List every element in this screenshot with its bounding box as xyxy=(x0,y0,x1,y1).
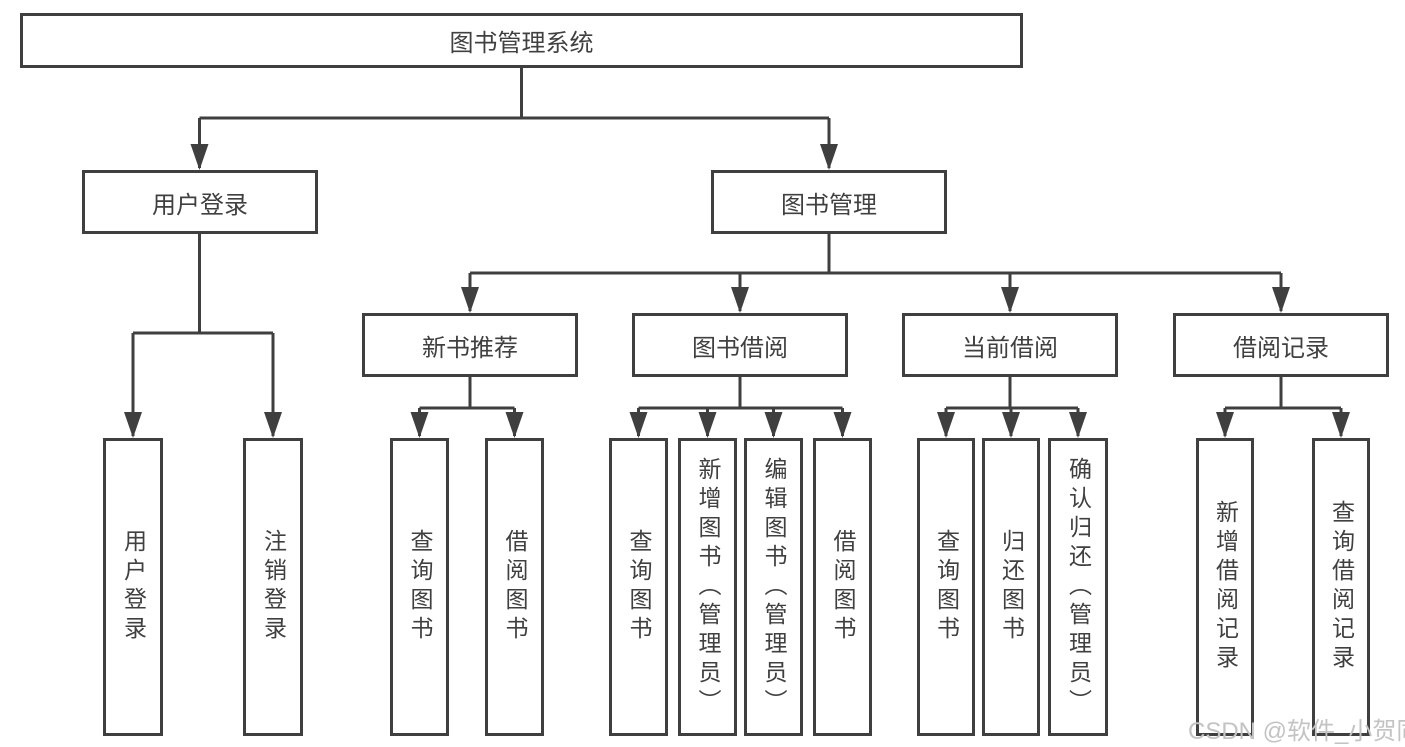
leaf-edit-books-admin-label: 编辑图书（管理员） xyxy=(761,456,787,718)
watermark: CSDN @软件_小贺同学 xyxy=(1188,718,1405,745)
leaf-return-books-label: 归还图书 xyxy=(998,529,1025,645)
node-borrowing-records-label: 借阅记录 xyxy=(1233,334,1329,362)
leaf-borrow-books: 借阅图书 xyxy=(813,438,872,736)
leaf-query-books-borrow-label: 查询图书 xyxy=(626,529,652,645)
leaf-add-borrow-record-label: 新增借阅记录 xyxy=(1212,500,1239,674)
leaf-query-borrow-record: 查询借阅记录 xyxy=(1312,438,1370,736)
node-root-system: 图书管理系统 xyxy=(20,13,1023,68)
node-borrowing-records: 借阅记录 xyxy=(1173,313,1389,377)
leaf-query-books-recommend-label: 查询图书 xyxy=(407,529,433,645)
arrowheads xyxy=(124,144,1350,438)
leaf-confirm-return-admin: 确认归还（管理员） xyxy=(1048,438,1108,736)
leaf-query-books-current: 查询图书 xyxy=(917,438,975,736)
leaf-query-books-recommend: 查询图书 xyxy=(390,438,449,736)
node-book-borrowing-label: 图书借阅 xyxy=(692,334,788,362)
node-new-book-recommend-label: 新书推荐 xyxy=(422,334,518,362)
leaf-logout: 注销登录 xyxy=(243,438,303,736)
leaf-borrow-books-recommend: 借阅图书 xyxy=(485,438,544,736)
leaf-edit-books-admin: 编辑图书（管理员） xyxy=(744,438,803,736)
leaf-query-books-current-label: 查询图书 xyxy=(933,529,960,645)
node-user-login-label: 用户登录 xyxy=(152,191,248,219)
leaf-logout-label: 注销登录 xyxy=(260,529,287,645)
node-current-borrowing: 当前借阅 xyxy=(902,313,1118,377)
leaf-confirm-return-admin-label: 确认归还（管理员） xyxy=(1065,456,1092,718)
leaf-borrow-books-label: 借阅图书 xyxy=(830,529,856,645)
node-book-management-label: 图书管理 xyxy=(781,191,877,219)
leaf-query-books-borrow: 查询图书 xyxy=(609,438,668,736)
leaf-add-books-admin-label: 新增图书（管理员） xyxy=(695,456,721,718)
leaf-query-borrow-record-label: 查询借阅记录 xyxy=(1328,500,1355,674)
node-book-borrowing: 图书借阅 xyxy=(632,313,848,377)
node-book-management: 图书管理 xyxy=(711,170,947,234)
leaf-return-books: 归还图书 xyxy=(982,438,1040,736)
node-user-login: 用户登录 xyxy=(82,170,318,234)
node-root-system-label: 图书管理系统 xyxy=(449,30,594,57)
leaf-add-borrow-record: 新增借阅记录 xyxy=(1196,438,1254,736)
node-current-borrowing-label: 当前借阅 xyxy=(962,334,1058,362)
leaf-user-login-label: 用户登录 xyxy=(120,529,147,645)
leaf-user-login: 用户登录 xyxy=(103,438,163,736)
leaf-borrow-books-recommend-label: 借阅图书 xyxy=(502,529,528,645)
leaf-add-books-admin: 新增图书（管理员） xyxy=(678,438,737,736)
node-new-book-recommend: 新书推荐 xyxy=(362,313,578,377)
